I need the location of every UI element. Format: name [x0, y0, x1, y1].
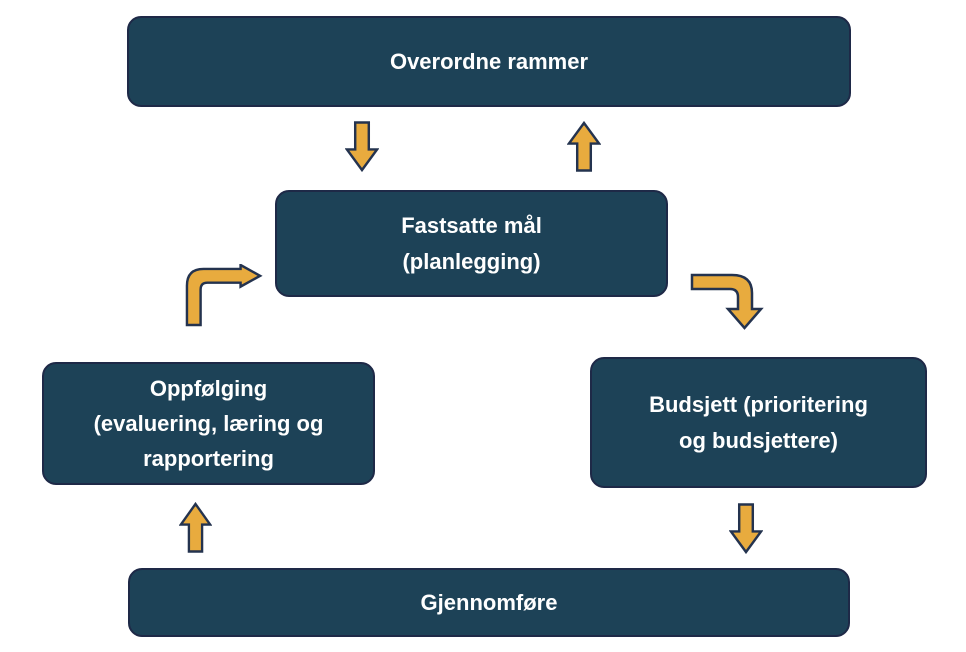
node-gjennomfore-label: Gjennomføre	[420, 589, 558, 615]
arrow-down-budsjett-to-gjennomfore-icon	[729, 503, 763, 554]
arrow-up-gjennomfore-to-oppfolging-icon	[179, 502, 212, 553]
node-fastsatte-mal: Fastsatte mål (planlegging)	[275, 190, 668, 297]
arrow-bent-oppfolging-to-fastsatte-icon	[185, 264, 263, 327]
node-overordne-rammer: Overordne rammer	[127, 16, 851, 107]
arrow-bent-fastsatte-to-budsjett-icon	[690, 273, 768, 335]
node-gjennomfore: Gjennomføre	[128, 568, 850, 637]
arrow-down-overordne-to-fastsatte-icon	[345, 121, 379, 172]
node-oppfolging: Oppfølging (evaluering, læring og rappor…	[42, 362, 375, 485]
node-oppfolging-label: Oppfølging (evaluering, læring og rappor…	[93, 375, 324, 472]
arrow-up-fastsatte-to-overordne-icon	[567, 121, 601, 172]
node-fastsatte-mal-label: Fastsatte mål (planlegging)	[401, 213, 542, 274]
node-overordne-rammer-label: Overordne rammer	[389, 48, 589, 74]
node-budsjett: Budsjett (prioritering og budsjettere)	[590, 357, 927, 488]
node-budsjett-label: Budsjett (prioritering og budsjettere)	[649, 392, 868, 453]
